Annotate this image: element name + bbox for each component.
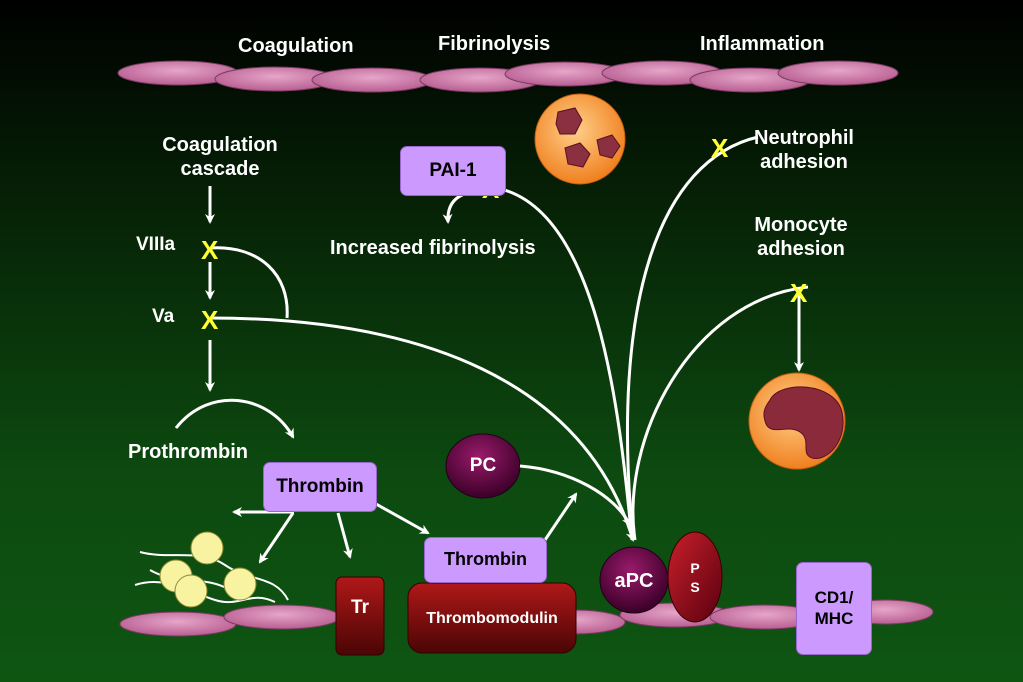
- inhibit-mark-viiia: X: [201, 235, 219, 265]
- label-coagulation-cascade: Coagulation cascade: [150, 133, 290, 181]
- ps-letter-s: S: [690, 578, 700, 595]
- inhibit-mark-monocyte: X: [790, 278, 808, 308]
- label-fibrinolysis: Fibrinolysis: [438, 33, 551, 55]
- label-prothrombin: Prothrombin: [128, 441, 248, 463]
- label-protein-s: P S: [680, 559, 710, 597]
- label-monocyte-adhesion: Monocyte adhesion: [733, 213, 869, 261]
- cascade-line2: cascade: [180, 158, 260, 180]
- label-thrombomodulin: Thrombomodulin: [426, 610, 558, 627]
- cd1-mhc-box: CD1/ MHC: [796, 562, 872, 655]
- protein-s: [667, 531, 723, 623]
- label-apc: aPC: [614, 570, 654, 592]
- monocyte-line2: adhesion: [757, 238, 845, 260]
- thrombomodulin-receptor: [407, 582, 577, 654]
- thrombin-bound-box: Thrombin: [424, 537, 547, 583]
- thrombin-box: Thrombin: [263, 462, 377, 512]
- cascade-line1: Coagulation: [162, 134, 278, 156]
- pai1-box: PAI-1: [400, 146, 506, 196]
- pathway-arrows: [174, 135, 809, 564]
- ps-letter-p: P: [690, 560, 700, 576]
- cd1-line2: MHC: [814, 608, 854, 628]
- label-pc: PC: [469, 455, 497, 476]
- monocyte-cell: [748, 372, 846, 470]
- tr-receptor: [335, 576, 385, 656]
- label-tr: Tr: [351, 597, 369, 618]
- cd1-line1: CD1/: [814, 588, 854, 608]
- top-membrane: [117, 60, 899, 93]
- neutrophil-cell: [534, 93, 626, 185]
- neutrophil-line2: adhesion: [760, 151, 848, 173]
- inhibit-mark-neutrophil: X: [711, 133, 729, 163]
- label-increased-fibrinolysis: Increased fibrinolysis: [330, 237, 536, 259]
- label-inflammation: Inflammation: [700, 33, 825, 55]
- monocyte-line1: Monocyte: [754, 214, 848, 236]
- platelets: [159, 531, 257, 608]
- neutrophil-line1: Neutrophil: [754, 127, 854, 149]
- label-neutrophil-adhesion: Neutrophil adhesion: [740, 126, 868, 174]
- label-factor-viiia: VIIIa: [136, 234, 176, 255]
- label-factor-va: Va: [152, 306, 175, 327]
- label-coagulation: Coagulation: [238, 35, 354, 57]
- inhibit-mark-va: X: [201, 305, 219, 335]
